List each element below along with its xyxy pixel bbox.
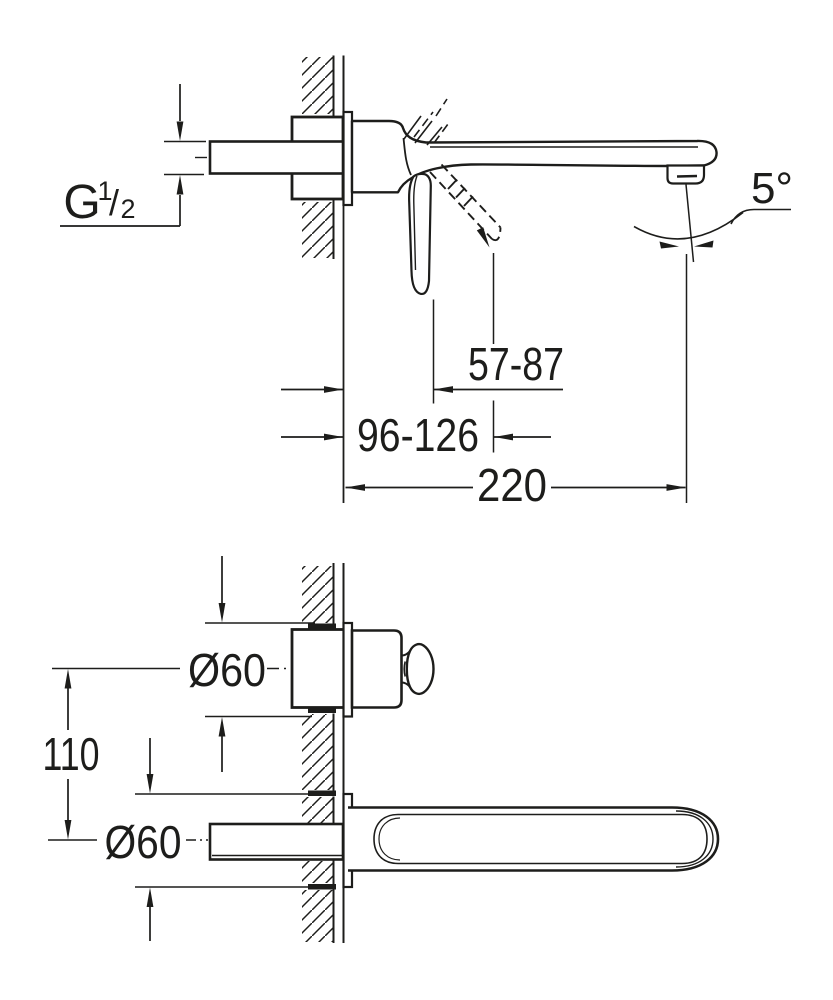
dim-spout-projection-label: 220: [477, 459, 547, 511]
lever-handle-open-position: [429, 163, 502, 248]
spout-plan: [348, 806, 720, 872]
svg-text:2: 2: [120, 194, 135, 224]
dim-wall-to-lever-open-label: 96-126: [357, 409, 479, 461]
dim-spout-diameter-label: Ø60: [105, 816, 182, 868]
spout-channel-inner-arc: [378, 817, 401, 861]
dimension-handle-diameter: Ø60: [188, 556, 315, 772]
escutcheon-flange-bars: [308, 623, 336, 890]
supply-pipe: [195, 140, 345, 175]
angle-arc: [633, 211, 744, 240]
angle-label: 5°: [751, 164, 793, 213]
dim-center-distance-label: 110: [43, 728, 100, 780]
lever-handle: [408, 172, 432, 296]
side-elevation-view: 5° G 1 / 2 57-87: [60, 55, 793, 511]
plan-view: Ø60 110 Ø60: [43, 556, 720, 943]
arc-arrowhead-left: [659, 241, 679, 249]
wall-hatch-plan: [302, 566, 333, 942]
lever-front-edge: [413, 175, 418, 271]
lever-stub-section-hatch: [403, 98, 449, 146]
dimension-spout-diameter: Ø60: [105, 738, 308, 941]
aerator-slot: [676, 174, 698, 178]
mixer-body-and-spout: [350, 98, 718, 194]
svg-text:1: 1: [97, 176, 112, 206]
handle-knob-unit: [267, 629, 435, 709]
handle-body: [350, 629, 403, 709]
wall-section: [332, 55, 345, 503]
dim-handle-diameter-label: Ø60: [188, 644, 266, 696]
dimension-spout-projection: 220: [345, 459, 686, 511]
thread-size-label: G 1 / 2: [63, 176, 135, 229]
spout-channel-outline: [373, 813, 708, 865]
svg-text:/: /: [109, 182, 119, 223]
spout-tip-inner-line: [675, 810, 714, 868]
dim-wall-to-lever-label: 57-87: [468, 338, 564, 390]
angle-annotation: 5°: [633, 164, 793, 503]
escutcheon-plate: [342, 110, 354, 207]
wall-hatch: [302, 57, 333, 258]
dimension-wall-to-lever-open: 96-126: [281, 409, 551, 461]
lever-swing-arrowhead: [476, 227, 490, 248]
angle-leader: [730, 208, 791, 225]
svg-text:G: G: [63, 176, 100, 229]
supply-pipe-plan: [208, 822, 345, 861]
dimension-center-distance: 110: [43, 667, 180, 841]
arc-arrowhead-right: [694, 240, 714, 248]
angled-flow-line: [685, 184, 695, 263]
wall-section-plan: [332, 563, 345, 943]
handle-knob: [405, 642, 435, 696]
body-waist-contour: [402, 137, 412, 176]
aerator-outlet: [666, 164, 706, 185]
concealed-body-plan: [290, 628, 349, 709]
knob-neck-contour: [403, 661, 406, 677]
dimension-thread-size: G 1 / 2: [60, 84, 206, 229]
dimension-wall-to-lever: 57-87: [281, 253, 564, 453]
